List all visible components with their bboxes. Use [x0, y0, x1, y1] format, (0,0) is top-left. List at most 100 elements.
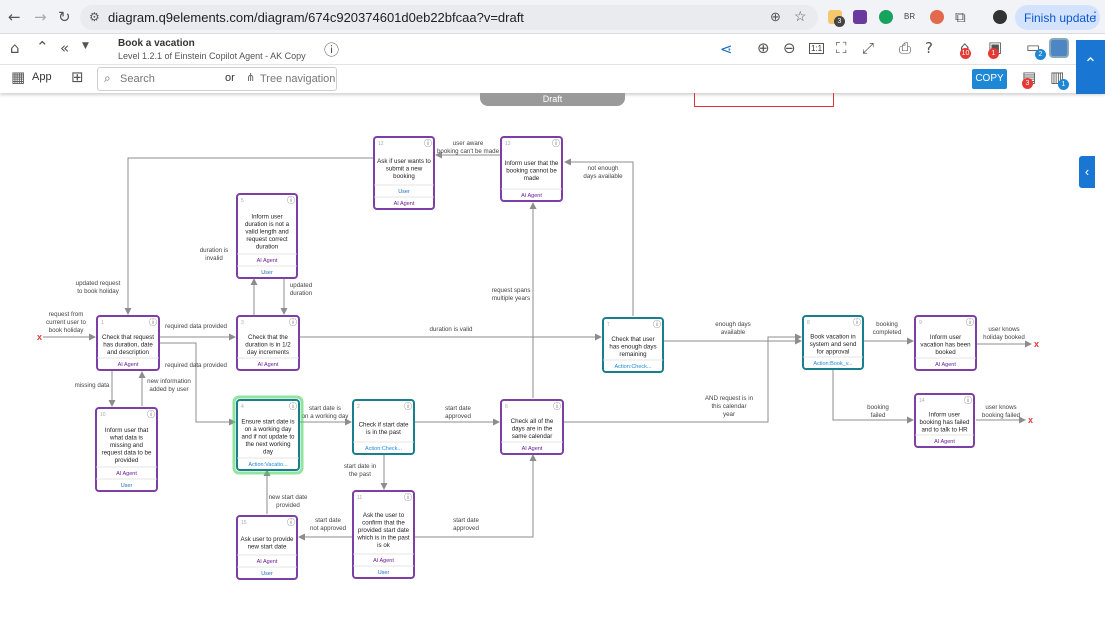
node-label-line: for approval	[817, 348, 850, 355]
print-icon[interactable]: ⎙	[899, 39, 912, 57]
copy-button[interactable]: COPY	[972, 69, 1007, 89]
back-arrow-icon[interactable]: ←	[8, 8, 21, 26]
end-marker-failed: x	[1028, 415, 1033, 425]
document-badge: 1	[1058, 79, 1069, 90]
extensions-puzzle-icon[interactable]: ⧉	[955, 8, 966, 26]
notification-icon[interactable]: ⌂	[960, 38, 970, 56]
info-icon[interactable]: ⓘ	[653, 320, 661, 329]
home-icon[interactable]: ⌂	[10, 39, 20, 57]
info-icon[interactable]: ⓘ	[289, 318, 297, 327]
edge-label-line: current user to	[46, 319, 86, 326]
info-icon[interactable]: ⓘ	[964, 396, 972, 405]
fit-to-screen-icon[interactable]: ⛶	[836, 39, 847, 57]
info-icon[interactable]: ⓘ	[404, 402, 412, 411]
zoom-in-icon[interactable]: ⊕	[757, 39, 770, 57]
node-label-line: remaining	[619, 351, 647, 358]
forward-arrow-icon[interactable]: →	[34, 8, 47, 26]
node-label-line: is in the past	[366, 429, 401, 436]
profile-avatar[interactable]	[993, 10, 1007, 24]
app-icon[interactable]: ▦	[11, 68, 26, 86]
node-footer-label: AI Agent	[257, 559, 278, 565]
node-number: 12	[378, 141, 384, 147]
node-label-line: same calendar	[512, 433, 553, 440]
node-label-line: has duration, date	[103, 341, 153, 348]
info-icon[interactable]: ⓘ	[404, 493, 412, 502]
extension-purple-icon[interactable]	[853, 10, 867, 24]
tree-navigation-link[interactable]: Tree navigation	[260, 73, 336, 85]
node-footer-label: Action:Check...	[615, 364, 652, 370]
info-icon[interactable]: ⓘ	[289, 402, 297, 411]
extension-br-icon[interactable]: BR	[904, 12, 916, 21]
grammarly-icon[interactable]	[879, 10, 893, 24]
expand-icon[interactable]: ⤢	[862, 39, 875, 57]
bookmark-star-icon[interactable]: ☆	[794, 8, 807, 24]
node-label-line: Ensure start date is	[241, 418, 294, 425]
finish-update-button[interactable]: Finish update⋮	[1015, 5, 1101, 30]
info-icon[interactable]: ⓘ	[149, 318, 157, 327]
node-label-line: booking	[393, 173, 415, 180]
share-icon[interactable]: ⋖	[720, 40, 733, 58]
info-icon[interactable]: ⓘ	[147, 410, 155, 419]
info-icon[interactable]: ⓘ	[553, 402, 561, 411]
info-icon[interactable]: ⓘ	[324, 41, 340, 59]
zoom-reset-button[interactable]: 1:1	[809, 43, 825, 54]
chevron-left-icon: ‹	[1084, 164, 1090, 179]
info-icon[interactable]: ⓘ	[966, 318, 974, 327]
side-panel-toggle[interactable]: ‹	[1079, 156, 1095, 188]
edge-label-line: days available	[583, 173, 623, 180]
level-up-icon[interactable]: ⌃	[36, 38, 49, 56]
edge-label-line: AND request is in	[705, 395, 754, 402]
extension-orange-icon[interactable]	[930, 10, 944, 24]
zoom-icon[interactable]: ⊕	[770, 9, 781, 24]
more-menu-icon[interactable]: ⋮	[1089, 9, 1101, 23]
help-icon[interactable]: ?	[925, 39, 933, 57]
node-footer-label: User	[261, 571, 273, 577]
info-icon[interactable]: ⓘ	[287, 196, 295, 205]
chevron-down-icon[interactable]: ▼	[82, 41, 89, 51]
hierarchy-icon[interactable]: ⊞	[71, 68, 84, 86]
extension-notes-icon[interactable]: 3	[828, 10, 845, 27]
search-box[interactable]: ⌕ Search or ⋔ Tree navigation	[97, 67, 337, 91]
edge-label-line: new information	[147, 378, 191, 385]
info-icon[interactable]: ⓘ	[552, 139, 560, 148]
node-label-line: made	[524, 175, 540, 182]
info-icon[interactable]: ⓘ	[424, 139, 432, 148]
edge-label-line: updated	[290, 282, 313, 289]
info-icon[interactable]: ⓘ	[853, 318, 861, 327]
edge-label-line: year	[723, 411, 735, 418]
node-label-line: duration is in 1/2	[245, 341, 291, 348]
double-chevron-left-icon[interactable]: «	[60, 39, 70, 57]
reload-icon[interactable]: ↻	[58, 8, 71, 26]
user-avatar[interactable]	[1049, 38, 1069, 58]
app-toolbar: ▦ App ⊞ ⌕ Search or ⋔ Tree navigation CO…	[0, 65, 1105, 93]
collapse-panel-button[interactable]: ⌃	[1076, 40, 1105, 94]
app-label[interactable]: App	[32, 71, 52, 83]
edge-label-line: duration	[290, 290, 313, 297]
address-bar[interactable]: ⚙ diagram.q9elements.com/diagram/674c920…	[80, 5, 818, 30]
zoom-out-icon[interactable]: ⊖	[783, 39, 796, 57]
site-settings-icon[interactable]: ⚙	[89, 10, 100, 24]
info-icon[interactable]: ⓘ	[287, 518, 295, 527]
